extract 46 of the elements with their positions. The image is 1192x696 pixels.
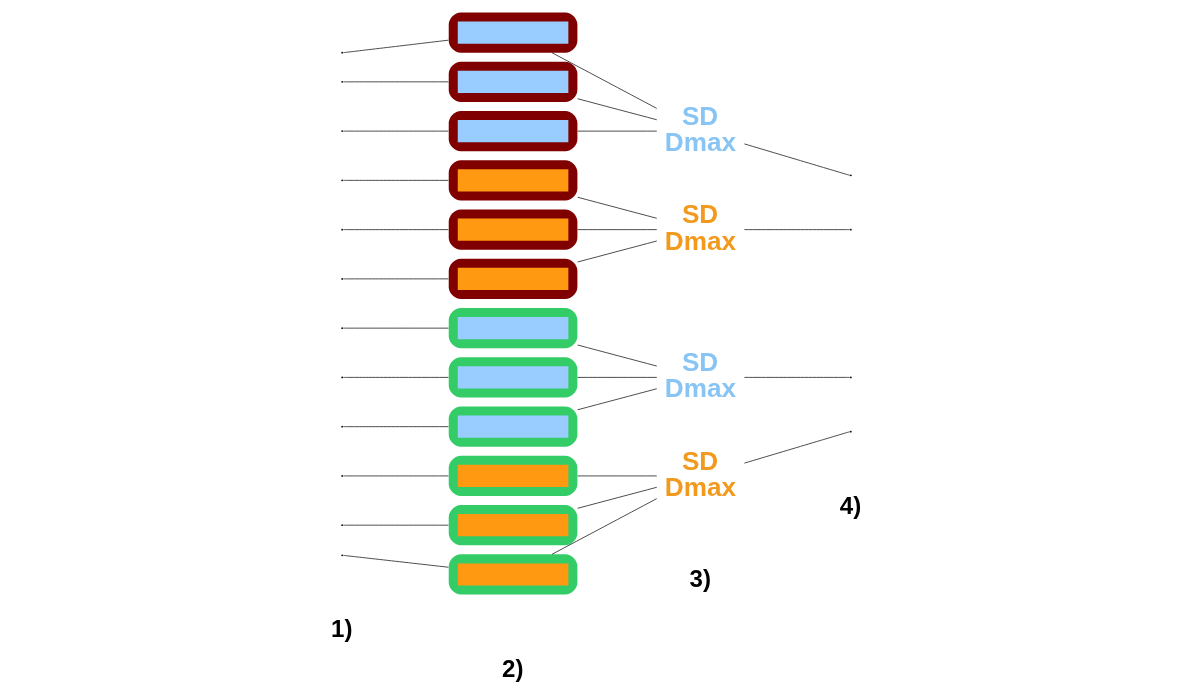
connector <box>576 377 657 378</box>
connector <box>342 179 449 181</box>
label: 1) <box>330 615 353 643</box>
connector <box>342 524 449 526</box>
connector <box>342 130 449 132</box>
label: 4) <box>839 491 861 519</box>
node-box <box>448 406 577 447</box>
node-box <box>448 308 577 349</box>
label: 3) <box>688 565 711 593</box>
connector <box>576 240 657 263</box>
node-text: SD Dmax <box>664 445 736 502</box>
connector <box>576 486 657 509</box>
connector <box>342 229 449 231</box>
connector <box>743 431 850 464</box>
node-box <box>448 209 577 250</box>
connector <box>342 554 449 568</box>
node-box <box>448 554 577 595</box>
node-box <box>448 111 577 152</box>
label: 2) <box>501 654 523 682</box>
node-box <box>448 505 577 546</box>
connector <box>743 143 850 176</box>
connector <box>342 81 449 83</box>
connector <box>743 229 850 231</box>
connector <box>576 196 657 219</box>
connector <box>551 52 657 109</box>
node-text: SD Dmax <box>664 347 736 404</box>
node-text: SD Dmax <box>664 199 736 256</box>
connector <box>576 229 657 231</box>
connector <box>342 278 449 280</box>
connector <box>342 327 449 329</box>
connector <box>576 344 657 367</box>
connector <box>551 498 657 555</box>
node-text: SD Dmax <box>664 100 736 158</box>
connector <box>342 39 449 54</box>
connector <box>576 388 657 411</box>
node-box <box>448 12 577 53</box>
connector <box>576 98 657 121</box>
connector <box>743 377 850 378</box>
node-box <box>448 61 577 102</box>
node-box <box>448 357 577 398</box>
connector <box>342 377 449 378</box>
connector <box>342 426 449 428</box>
node-box <box>448 258 577 299</box>
node-box <box>448 160 577 201</box>
connector <box>342 475 449 477</box>
node-box <box>448 455 577 497</box>
